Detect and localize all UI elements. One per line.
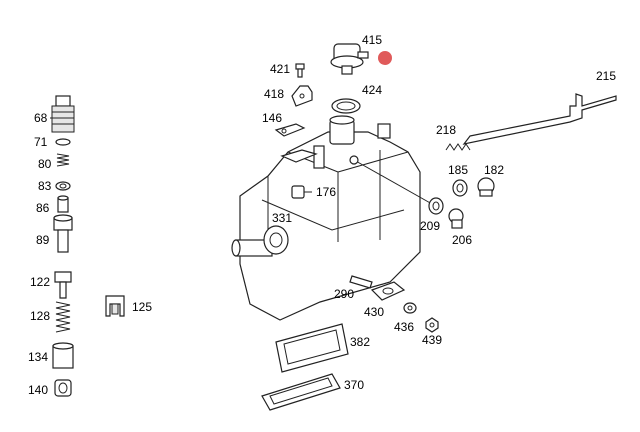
part-382-cover-plate[interactable] <box>275 323 349 373</box>
label-415: 415 <box>362 33 382 47</box>
part-206-plug[interactable] <box>448 208 464 229</box>
part-71-o-ring[interactable] <box>55 138 71 146</box>
label-182: 182 <box>484 163 504 177</box>
label-421: 421 <box>270 62 290 76</box>
label-68: 68 <box>34 111 48 125</box>
label-86: 86 <box>36 201 50 215</box>
control-rod-line <box>353 159 433 205</box>
label-140: 140 <box>28 383 48 397</box>
label-125: 125 <box>132 300 152 314</box>
part-370-gasket[interactable] <box>261 373 341 411</box>
label-436: 436 <box>394 320 414 334</box>
label-128: 128 <box>30 309 50 323</box>
part-415-aneroid-compensator[interactable] <box>330 43 369 75</box>
label-382: 382 <box>350 335 370 349</box>
part-424-gasket[interactable] <box>331 98 361 114</box>
part-128-plunger-spring[interactable] <box>55 301 71 333</box>
label-370: 370 <box>344 378 364 392</box>
label-89: 89 <box>36 233 50 247</box>
part-436-washer[interactable] <box>403 302 417 314</box>
label-122: 122 <box>30 275 50 289</box>
part-430-flange-gasket[interactable] <box>370 281 406 301</box>
part-290-stud[interactable] <box>349 275 373 289</box>
label-430: 430 <box>364 305 384 319</box>
pump-drive-shaft[interactable] <box>231 225 289 257</box>
label-439: 439 <box>422 333 442 347</box>
label-218: 218 <box>436 123 456 137</box>
part-182-screw-plug[interactable] <box>477 177 495 197</box>
label-71: 71 <box>34 135 48 149</box>
label-80: 80 <box>38 157 52 171</box>
part-86-delivery-valve[interactable] <box>57 195 69 213</box>
part-185-seal-ring[interactable] <box>452 179 468 197</box>
label-176: 176 <box>316 185 336 199</box>
label-290: 290 <box>334 287 354 301</box>
part-80-spring[interactable] <box>56 153 70 167</box>
label-146: 146 <box>262 111 282 125</box>
part-176-plug[interactable] <box>291 185 305 199</box>
part-209-seal[interactable] <box>428 197 444 215</box>
part-418-bracket[interactable] <box>291 85 313 107</box>
label-206: 206 <box>452 233 472 247</box>
part-140-tappet[interactable] <box>54 379 72 397</box>
label-83: 83 <box>38 179 52 193</box>
rod-end <box>349 155 359 165</box>
label-331: 331 <box>272 211 292 225</box>
label-134: 134 <box>28 350 48 364</box>
part-218-rack-spring[interactable] <box>445 143 471 151</box>
part-125-clip[interactable] <box>105 295 125 317</box>
label-215: 215 <box>596 69 616 83</box>
label-185: 185 <box>448 163 468 177</box>
part-215-control-rack[interactable] <box>462 93 617 145</box>
part-122-control-sleeve[interactable] <box>54 271 72 299</box>
label-418: 418 <box>264 87 284 101</box>
pump-housing[interactable] <box>239 115 421 321</box>
part-439-nut[interactable] <box>425 317 439 333</box>
part-134-spring-seat[interactable] <box>52 342 74 369</box>
highlight-dot[interactable] <box>378 51 392 65</box>
part-68-delivery-valve-holder[interactable] <box>51 95 75 133</box>
label-209: 209 <box>420 219 440 233</box>
part-83-washer[interactable] <box>55 181 71 191</box>
part-146-lever[interactable] <box>274 123 306 137</box>
part-89-barrel[interactable] <box>53 214 73 253</box>
part-421-screw[interactable] <box>295 63 305 78</box>
label-424: 424 <box>362 83 382 97</box>
